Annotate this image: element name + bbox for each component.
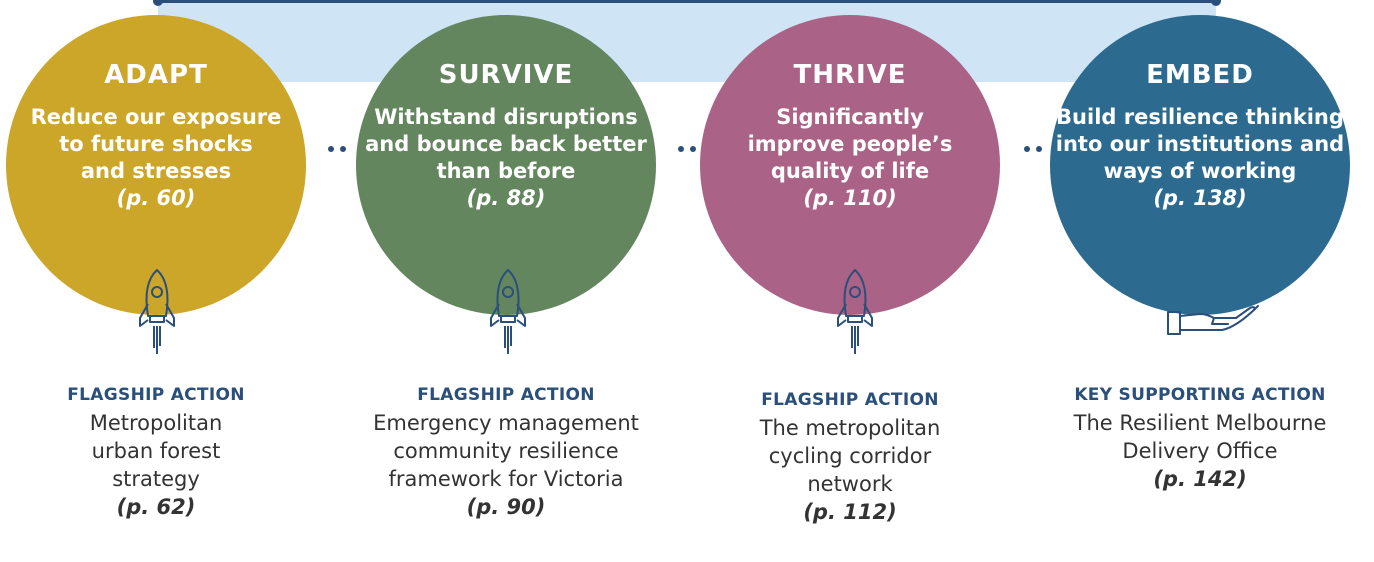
- action-label: FLAGSHIP ACTION: [417, 385, 595, 405]
- action-text: The Resilient Melbourne Delivery Office: [1073, 411, 1327, 463]
- connector-end-dot-right: [1211, 0, 1221, 6]
- pillar-page-ref: (p. 60): [116, 186, 196, 210]
- pillar-page-ref: (p. 138): [1153, 186, 1247, 210]
- action-page-ref: (p. 90): [466, 495, 546, 519]
- action-text: The metropolitan cycling corridor networ…: [759, 416, 941, 496]
- action-adapt: FLAGSHIP ACTION Metropolitan urban fores…: [6, 385, 306, 521]
- pillar-description: Build resilience thinking into our insti…: [1055, 105, 1345, 183]
- pillar-description: Reduce our exposure to future shocks and…: [30, 105, 282, 183]
- action-survive: FLAGSHIP ACTION Emergency management com…: [356, 385, 656, 521]
- action-page-ref: (p. 112): [803, 500, 897, 524]
- background-band: [158, 0, 1216, 82]
- action-embed: KEY SUPPORTING ACTION The Resilient Melb…: [1044, 385, 1356, 493]
- pillar-title: EMBED: [1146, 60, 1254, 90]
- pillar-thrive-circle: THRIVE Significantly improve people’s qu…: [700, 15, 1000, 315]
- connector-dots-2: [678, 146, 696, 152]
- pillar-description: Withstand disruptions and bounce back be…: [365, 105, 647, 183]
- pillar-adapt-circle: ADAPT Reduce our exposure to future shoc…: [6, 15, 306, 315]
- connector-end-dot-left: [153, 0, 163, 6]
- action-label: FLAGSHIP ACTION: [67, 385, 245, 405]
- action-page-ref: (p. 142): [1153, 467, 1247, 491]
- pillar-title: SURVIVE: [438, 60, 574, 90]
- action-text: Emergency management community resilienc…: [373, 411, 639, 491]
- pillar-page-ref: (p. 110): [803, 186, 897, 210]
- pillar-title: ADAPT: [104, 60, 208, 90]
- pillar-embed-circle: EMBED Build resilience thinking into our…: [1050, 15, 1350, 315]
- rocket-icon: [834, 268, 876, 362]
- connector-dots-3: [1024, 146, 1042, 152]
- pillar-title: THRIVE: [793, 60, 907, 90]
- connector-dots-1: [328, 146, 346, 152]
- action-label: KEY SUPPORTING ACTION: [1074, 385, 1326, 405]
- action-page-ref: (p. 62): [116, 495, 196, 519]
- pillar-page-ref: (p. 88): [466, 186, 546, 210]
- action-text: Metropolitan urban forest strategy: [89, 411, 223, 491]
- connector-line-top: [158, 0, 1216, 3]
- rocket-icon: [136, 268, 178, 362]
- hand-icon: [1166, 298, 1266, 342]
- pillar-survive-circle: SURVIVE Withstand disruptions and bounce…: [356, 15, 656, 315]
- action-thrive: FLAGSHIP ACTION The metropolitan cycling…: [700, 390, 1000, 526]
- action-label: FLAGSHIP ACTION: [761, 390, 939, 410]
- rocket-icon: [487, 268, 529, 362]
- pillar-description: Significantly improve people’s quality o…: [747, 105, 953, 183]
